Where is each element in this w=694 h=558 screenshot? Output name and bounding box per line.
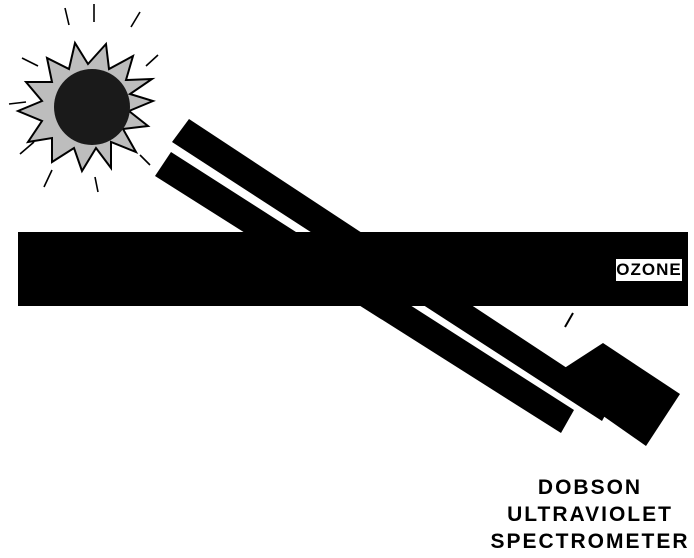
spectrometer-caption: DOBSON ULTRAVIOLET SPECTROMETER bbox=[486, 474, 694, 555]
caption-line-dobson: DOBSON bbox=[486, 474, 694, 501]
caption-line-ultraviolet: ULTRAVIOLET bbox=[486, 501, 694, 528]
ozone-label: OZONE bbox=[614, 257, 684, 283]
sun-disk bbox=[54, 69, 130, 145]
sun-icon bbox=[9, 4, 158, 192]
caption-line-spectrometer: SPECTROMETER bbox=[486, 528, 694, 555]
